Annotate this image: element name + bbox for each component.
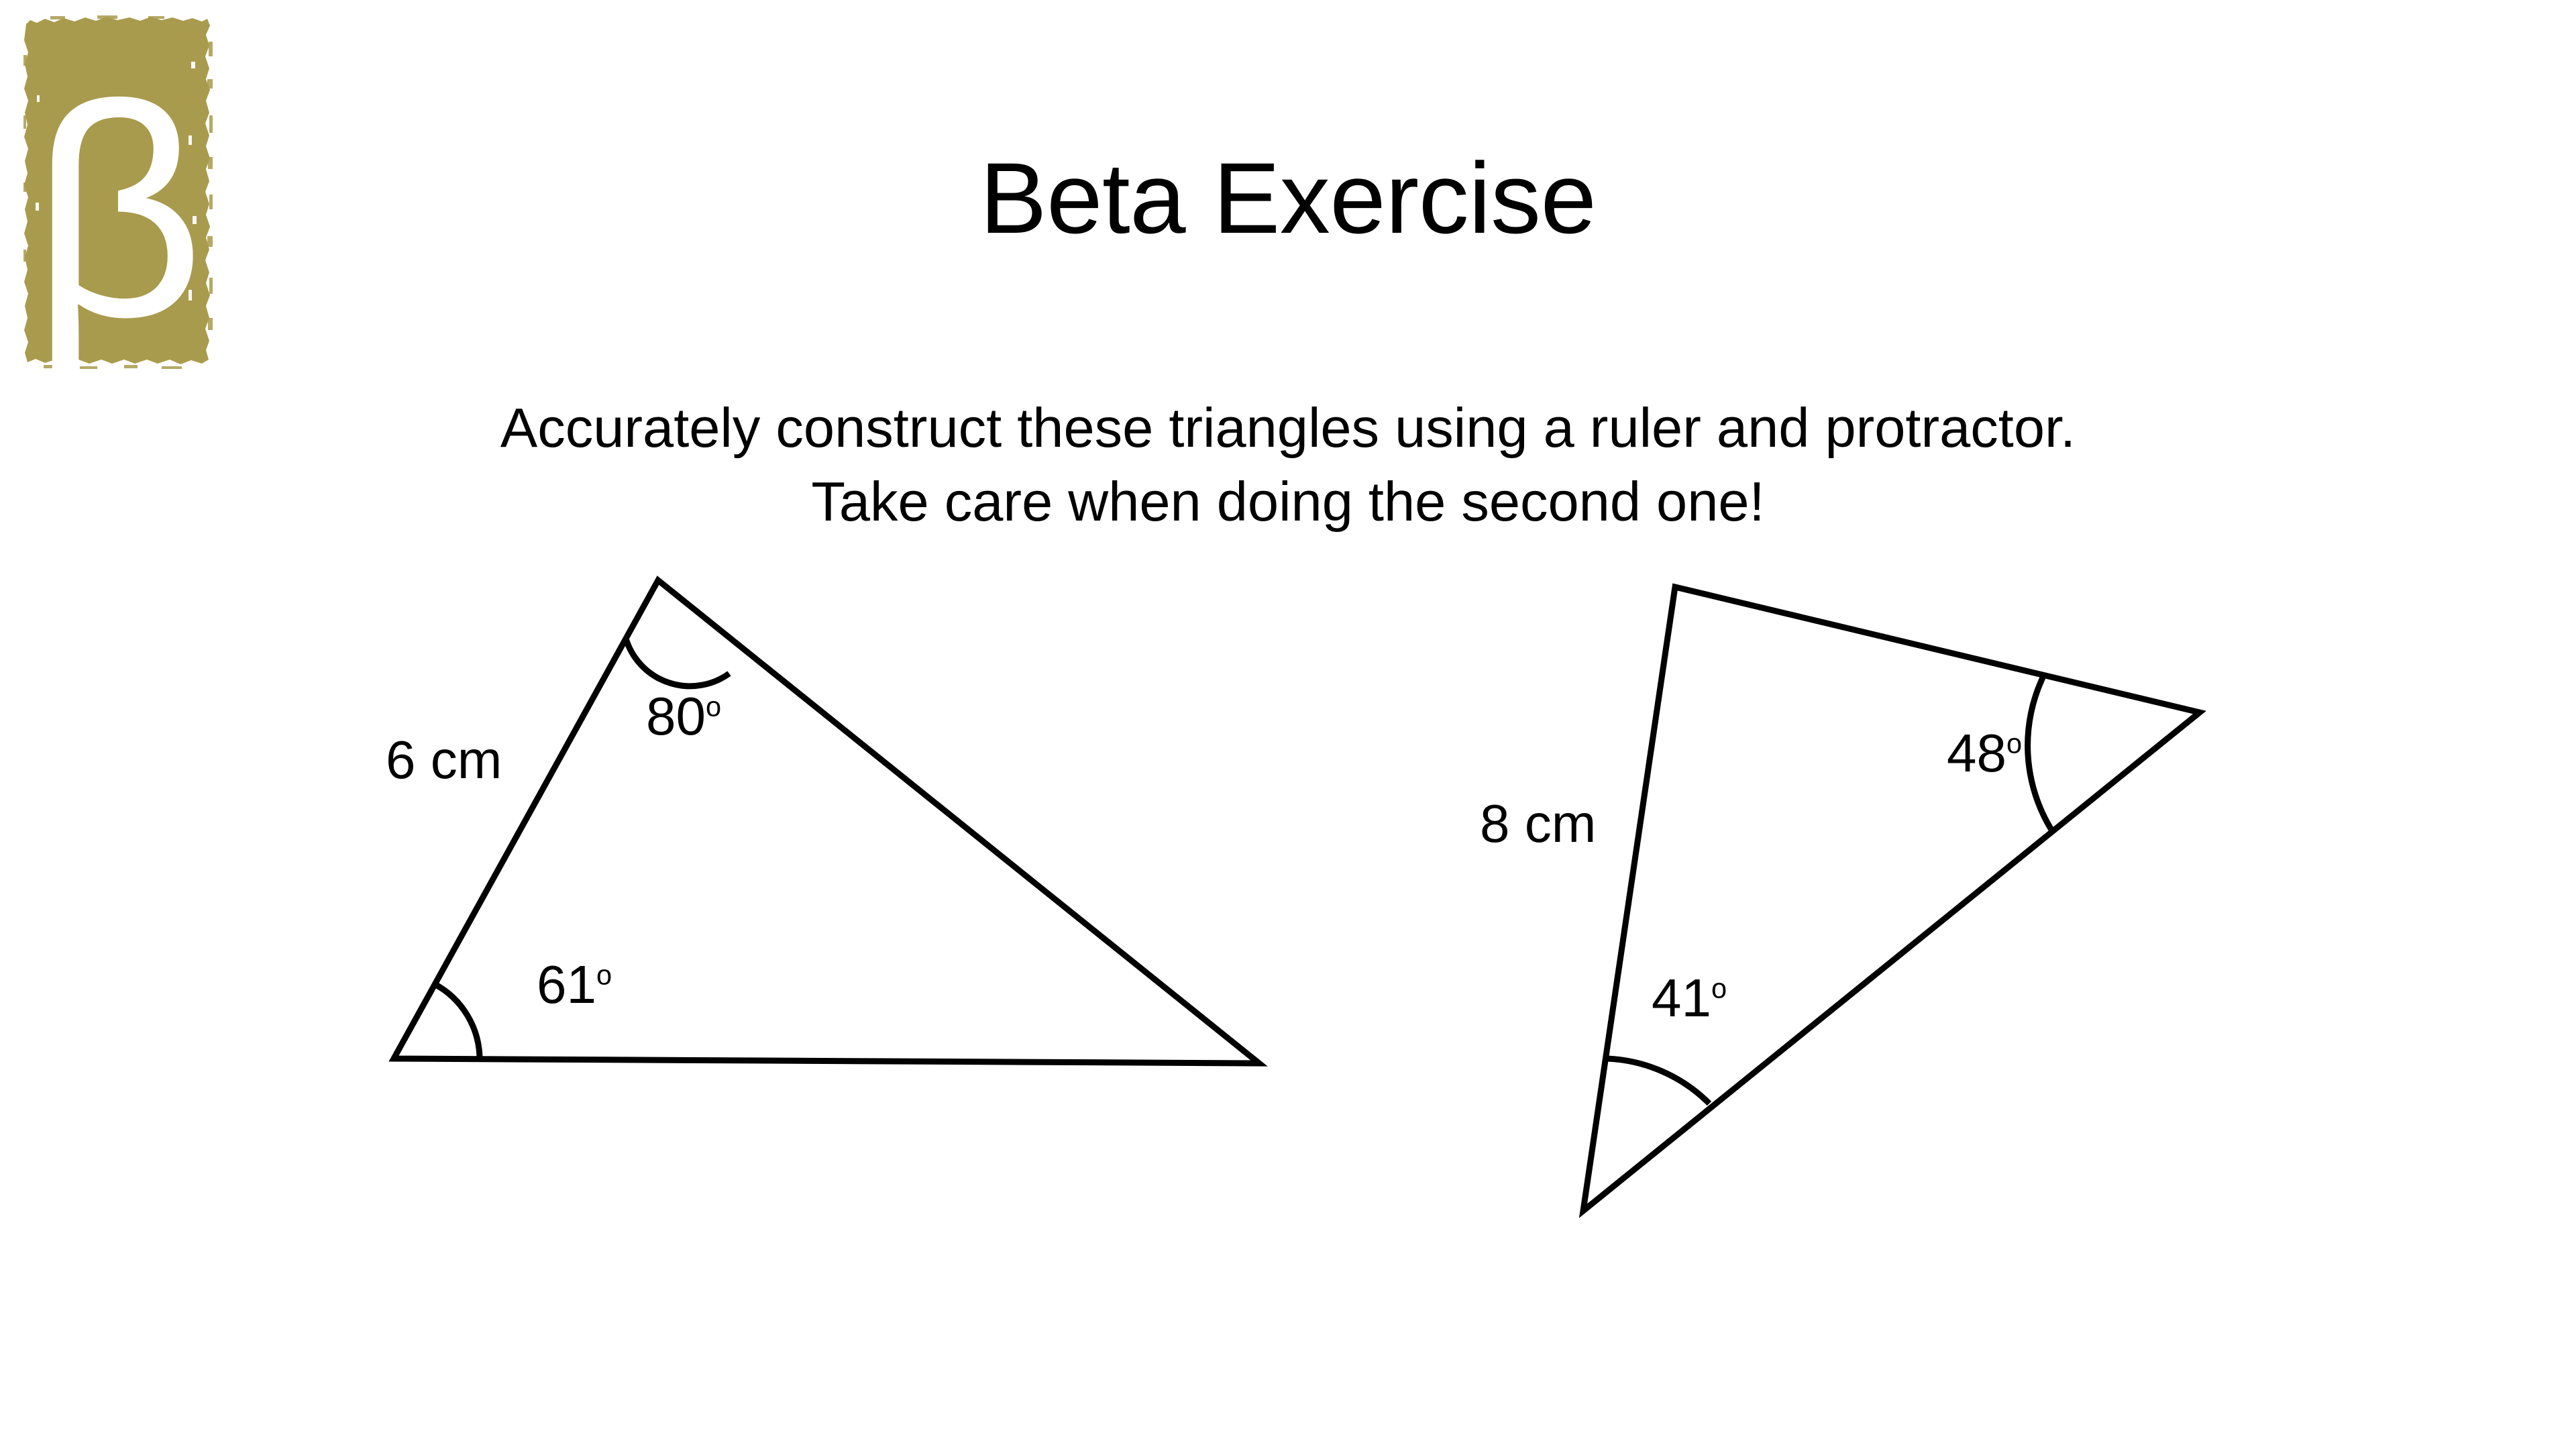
triangle-one-base-angle-label: 61o bbox=[537, 958, 612, 1012]
beta-logo: β bbox=[23, 15, 213, 369]
degree-icon: o bbox=[1711, 972, 1727, 1004]
triangle-two-right-angle-arc bbox=[2025, 674, 2055, 834]
triangle-one-base-angle-arc bbox=[433, 981, 483, 1059]
triangle-two-right-angle-label: 48o bbox=[1947, 727, 2022, 780]
angle-value: 48 bbox=[1947, 723, 2006, 783]
triangle-two-base-angle-arc bbox=[1607, 1055, 1712, 1106]
degree-icon: o bbox=[2006, 727, 2023, 759]
degree-icon: o bbox=[705, 690, 722, 722]
angle-value: 41 bbox=[1652, 968, 1711, 1028]
angle-value: 80 bbox=[646, 686, 706, 746]
triangle-one-shape bbox=[388, 576, 1268, 1067]
instruction-text: Accurately construct these triangles usi… bbox=[500, 396, 2076, 533]
triangle-two-side-length-label: 8 cm bbox=[1480, 794, 1597, 853]
triangle-one-side-length-label: 6 cm bbox=[386, 730, 502, 790]
triangle-two-shape bbox=[1578, 583, 2206, 1218]
angle-value: 61 bbox=[537, 955, 596, 1014]
svg-text:β: β bbox=[32, 43, 205, 369]
triangle-one-apex-angle-label: 80o bbox=[646, 690, 721, 743]
page-title: Beta Exercise bbox=[979, 141, 1597, 254]
triangle-one-apex-angle-arc bbox=[623, 637, 731, 690]
triangle-two-base-angle-label: 41o bbox=[1652, 971, 1727, 1025]
degree-icon: o bbox=[596, 959, 612, 991]
